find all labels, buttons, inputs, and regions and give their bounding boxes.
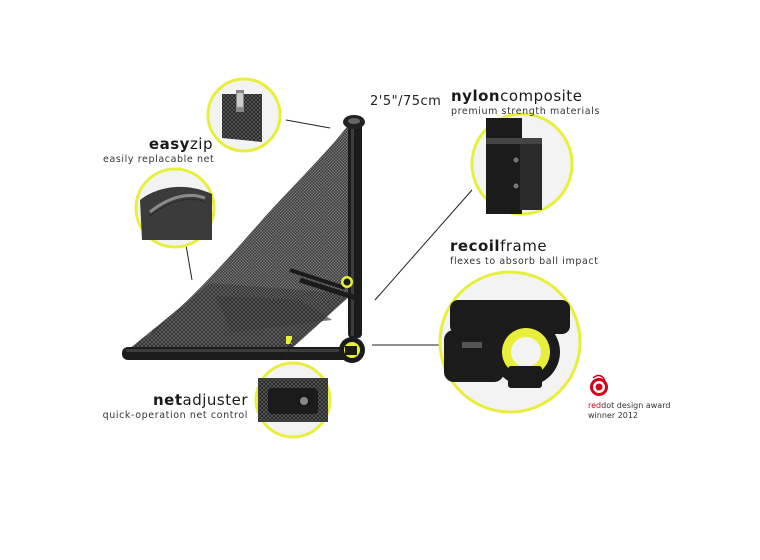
vertical-post xyxy=(348,120,362,338)
feature-easyzip-title: easyzip xyxy=(148,135,213,153)
feature-easyzip: easyzip easily replacable net xyxy=(103,135,215,165)
award-badge: reddot design award winner 2012 xyxy=(588,401,670,420)
award-line-1: reddot design award xyxy=(588,401,671,410)
callout-net-adjuster xyxy=(254,361,332,439)
callout-zipper xyxy=(134,167,216,249)
feature-easyzip-subtitle: easily replacable net xyxy=(103,154,215,165)
feature-recoilframe-subtitle: flexes to absorb ball impact xyxy=(450,256,599,267)
feature-recoilframe: recoilframe flexes to absorb ball impact xyxy=(450,239,599,267)
feature-netadjuster-title: netadjuster xyxy=(152,391,248,409)
callout-nylon-tube xyxy=(470,112,574,216)
leader-lines xyxy=(185,119,473,361)
feature-recoilframe-title: recoilframe xyxy=(450,237,548,255)
callout-zip-pull xyxy=(206,77,282,153)
net-side xyxy=(128,120,356,350)
award-line-2: winner 2012 xyxy=(588,410,639,420)
feature-netadjuster-subtitle: quick-operation net control xyxy=(102,410,248,421)
feature-nyloncomposite-subtitle: premium strength materials xyxy=(451,106,600,117)
callout-recoil-hinge xyxy=(438,270,582,414)
red-dot-award-logo xyxy=(590,374,608,396)
feature-nyloncomposite: nyloncomposite premium strength material… xyxy=(451,89,600,117)
dimension-label: 2'5"/75cm xyxy=(370,94,442,109)
feature-netadjuster: netadjuster quick-operation net control xyxy=(98,393,248,421)
feature-nyloncomposite-title: nyloncomposite xyxy=(451,87,583,105)
bottom-frame-bar xyxy=(122,347,358,360)
goal-net-product xyxy=(122,115,365,363)
